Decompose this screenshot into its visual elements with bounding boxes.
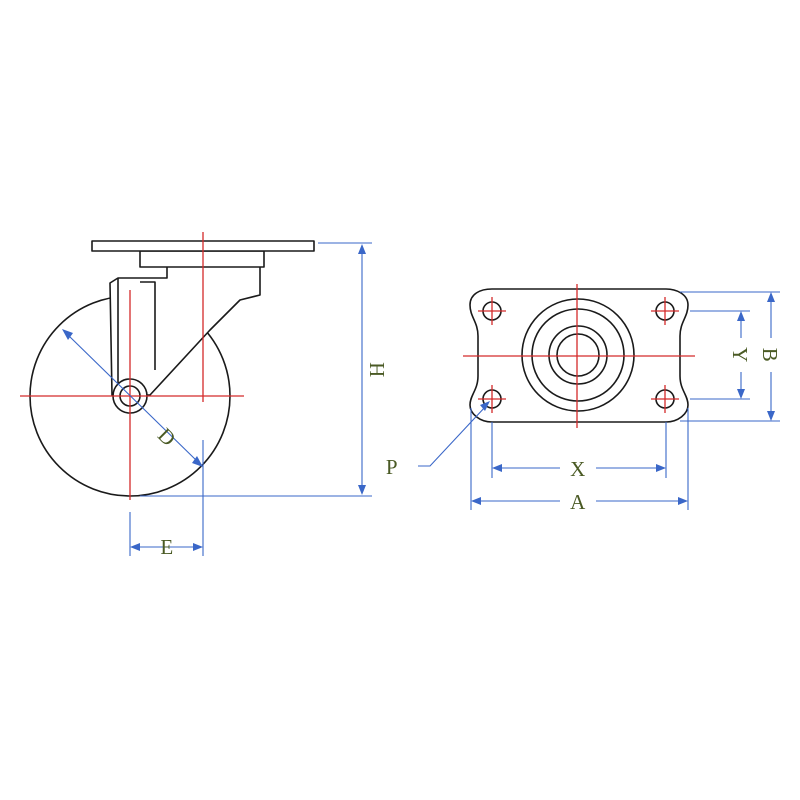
arrowhead (62, 329, 73, 340)
arrowhead (767, 292, 775, 302)
label-e: E (160, 535, 173, 559)
bolt-hole-centerlines (478, 297, 679, 413)
arrowhead (678, 497, 688, 505)
label-y: Y (728, 347, 752, 363)
top-view: P X A Y B (386, 284, 782, 514)
arrowhead (737, 311, 745, 321)
label-a: A (570, 490, 586, 514)
fork-arm-line (140, 281, 156, 370)
diameter-dimension-line (67, 334, 199, 463)
arrowhead (130, 543, 140, 551)
side-view: D H E (20, 232, 389, 559)
arrowhead (358, 485, 366, 495)
arrowhead (471, 497, 481, 505)
arrowhead (192, 456, 203, 467)
label-h: H (365, 362, 389, 378)
arrowhead (767, 411, 775, 421)
arrowhead (656, 464, 666, 472)
arrowhead (480, 401, 490, 411)
arrowhead (492, 464, 502, 472)
arrowhead (737, 389, 745, 399)
label-p: P (386, 455, 398, 479)
swivel-neck (139, 250, 265, 268)
label-b: B (758, 348, 782, 363)
arrowhead (358, 244, 366, 254)
arrowhead (193, 543, 203, 551)
kingpin-ring-inner (556, 333, 600, 377)
p-leader-line (418, 405, 487, 467)
label-x: X (570, 457, 586, 481)
